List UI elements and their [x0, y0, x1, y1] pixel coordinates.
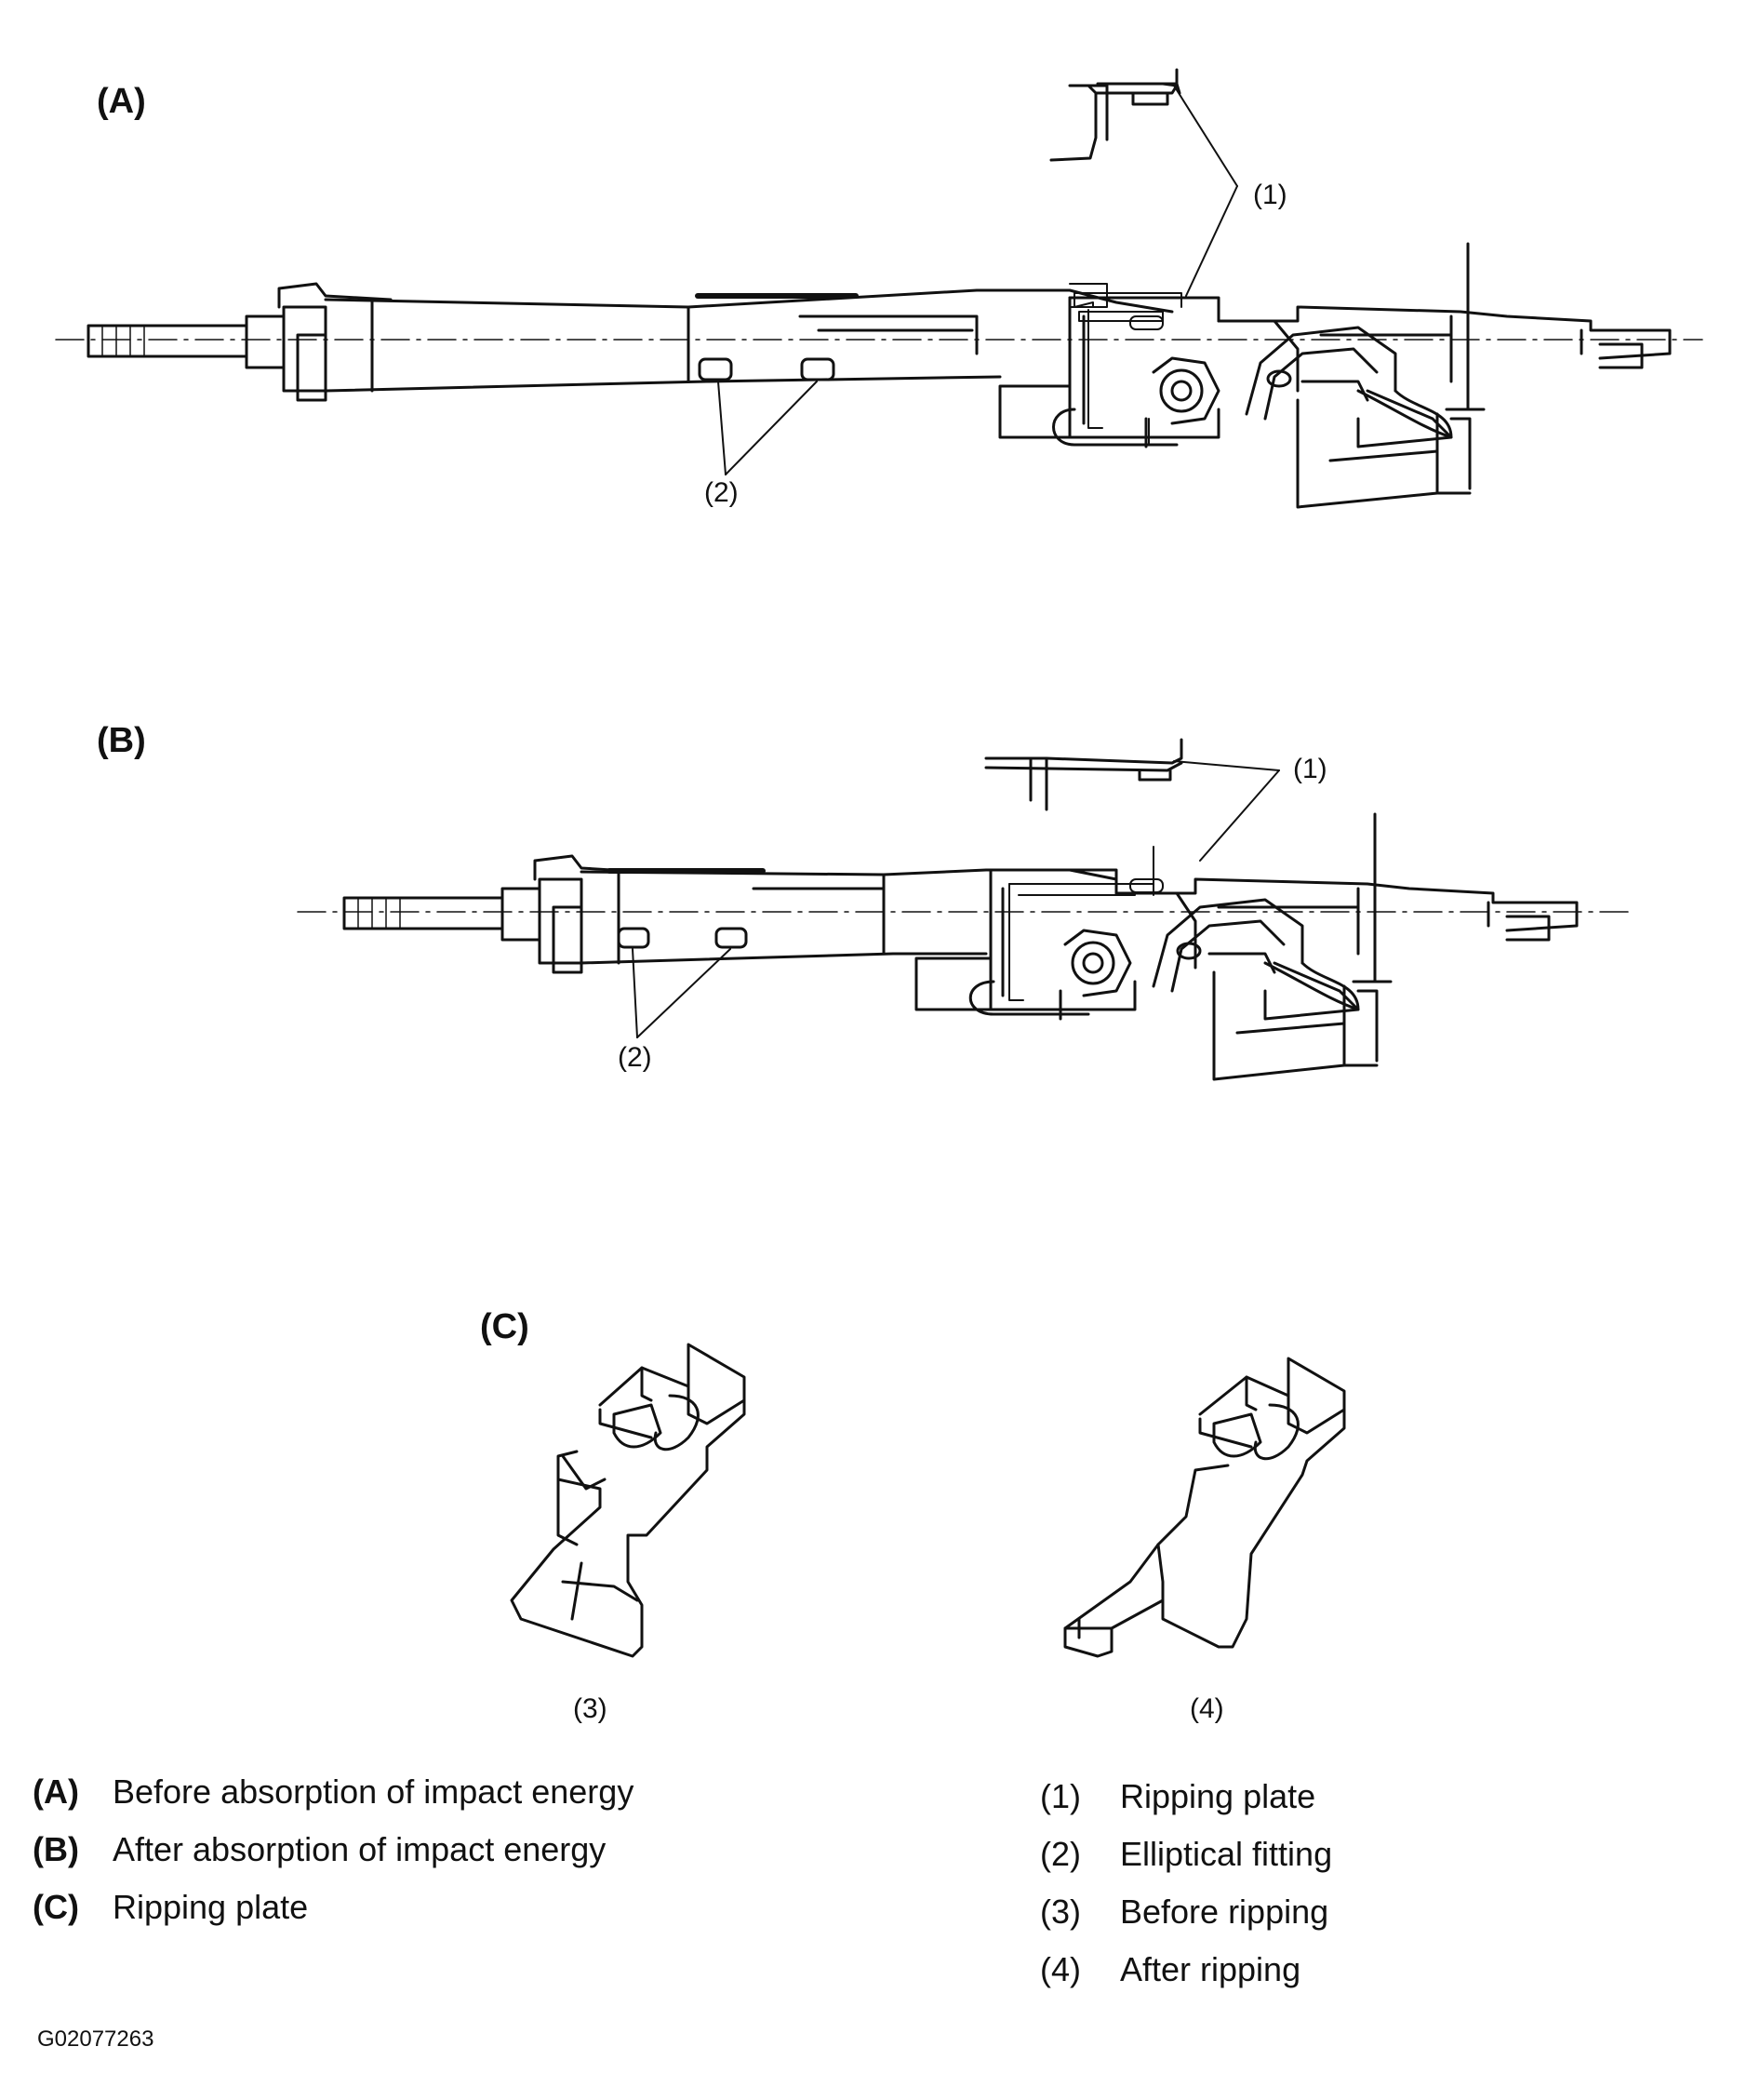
legend-text: Before absorption of impact energy — [113, 1772, 634, 1811]
legend-key: (1) — [1040, 1777, 1081, 1815]
steering-column-after — [297, 738, 1629, 1081]
callout-a-1: (1) — [1253, 180, 1287, 210]
legend-key: (3) — [1040, 1893, 1081, 1931]
legend-item: (4) After ripping — [1040, 1950, 1300, 1989]
legend-text: Ripping plate — [1120, 1777, 1316, 1815]
legend-text: After absorption of impact energy — [113, 1830, 607, 1868]
legend-text: After ripping — [1120, 1950, 1301, 1988]
legend-item: (1) Ripping plate — [1040, 1777, 1315, 1816]
legend-text: Elliptical fitting — [1120, 1835, 1333, 1873]
legend-key: (2) — [1040, 1835, 1081, 1873]
callout-c-4: (4) — [1190, 1693, 1224, 1724]
legend-key: (A) — [33, 1772, 79, 1811]
panel-c-label: (C) — [480, 1307, 529, 1346]
panel-a-label: (A) — [97, 82, 146, 121]
legend-item: (C) Ripping plate — [33, 1888, 308, 1927]
figure-id: G02077263 — [37, 2026, 154, 2052]
legend-text: Before ripping — [1120, 1893, 1329, 1931]
ripping-plate-after — [1063, 1357, 1346, 1658]
callout-a-2: (2) — [704, 477, 739, 508]
legend-item: (2) Elliptical fitting — [1040, 1835, 1332, 1874]
ripping-plate-before — [510, 1343, 746, 1658]
panel-b-label: (B) — [97, 721, 146, 760]
legend-key: (B) — [33, 1830, 79, 1868]
steering-column-before — [55, 68, 1703, 509]
legend-key: (4) — [1040, 1950, 1081, 1988]
legend-key: (C) — [33, 1888, 79, 1926]
callout-c-3: (3) — [573, 1693, 607, 1724]
callout-b-1: (1) — [1293, 754, 1327, 784]
legend-text: Ripping plate — [113, 1888, 309, 1926]
legend-item: (3) Before ripping — [1040, 1893, 1328, 1932]
legend-item: (A) Before absorption of impact energy — [33, 1772, 633, 1812]
legend-item: (B) After absorption of impact energy — [33, 1830, 606, 1869]
callout-b-2: (2) — [618, 1042, 652, 1073]
